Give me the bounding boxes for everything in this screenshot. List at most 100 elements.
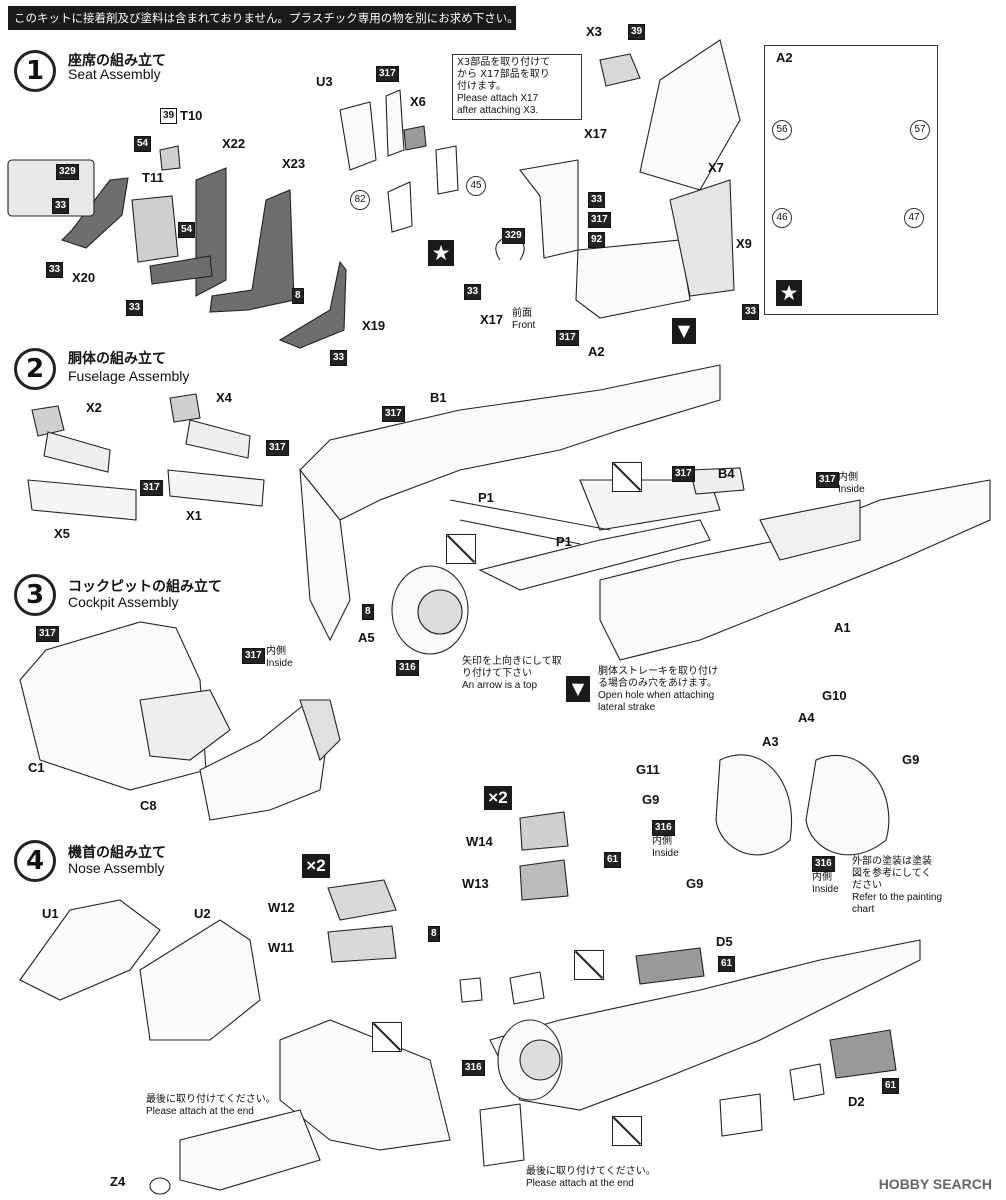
paint-code: 8 xyxy=(362,604,374,620)
part-label-w14: W14 xyxy=(466,834,493,849)
inside-label-en: Inside xyxy=(812,884,839,895)
inside-label-jp: 内側 xyxy=(266,646,286,657)
paint-code: 54 xyxy=(178,222,196,238)
part-label-x4: X4 xyxy=(216,390,232,405)
part-label-x19: X19 xyxy=(362,318,386,333)
front-label-jp: 前面 xyxy=(512,308,532,319)
part-label-a2-panel: A2 xyxy=(776,50,793,65)
paint-code: 8 xyxy=(292,288,304,304)
part-label-d5: D5 xyxy=(716,934,733,949)
star-icon: ★ xyxy=(776,280,802,306)
step-3-title-en: Cockpit Assembly xyxy=(68,594,179,610)
attach-end-note-en: Please attach at the end xyxy=(146,1106,254,1117)
part-label-x1: X1 xyxy=(186,508,202,523)
paint-code: 61 xyxy=(882,1078,900,1094)
step-2-number: 2 xyxy=(14,348,56,390)
part-label-g9-b: G9 xyxy=(686,876,704,891)
paint-code: 329 xyxy=(56,164,79,180)
paint-note-en: Refer to the painting chart xyxy=(852,892,943,915)
part-label-a2: A2 xyxy=(588,344,605,359)
front-label-en: Front xyxy=(512,320,536,331)
inside-label: 内側 Inside xyxy=(652,836,679,860)
inside-label: 内側 Inside xyxy=(266,646,293,670)
decal-number: 82 xyxy=(350,190,370,210)
part-label-c8: C8 xyxy=(140,798,157,813)
paint-code: 329 xyxy=(502,228,525,244)
attach-end-note-jp: 最後に取り付けてください。 xyxy=(146,1094,276,1105)
paint-code: 33 xyxy=(464,284,482,300)
part-label-x22: X22 xyxy=(222,136,246,151)
x17-note-jp: X3部品を取り付けて から X17部品を取り 付けます。 xyxy=(457,57,551,92)
part-label-x6: X6 xyxy=(410,94,426,109)
no-cut-icon xyxy=(612,1116,642,1146)
decal-number: 56 xyxy=(772,120,792,140)
paint-code: 61 xyxy=(604,852,622,868)
inside-label: 内側 Inside xyxy=(812,872,839,896)
part-label-g9-c: G9 xyxy=(902,752,920,767)
step-4-number: 4 xyxy=(14,840,56,882)
disclaimer-banner: このキットに接着剤及び塗料は含まれておりません。プラスチック専用の物を別にお求め… xyxy=(8,6,516,30)
arrow-note: 矢印を上向きにして取 り付けて下さい An arrow is a top xyxy=(462,656,562,692)
part-label-t10: T10 xyxy=(180,108,203,123)
star-icon: ★ xyxy=(428,240,454,266)
paint-note-jp: 外部の塗装は塗装 図を参考にしてく ださい xyxy=(852,856,932,891)
paint-code: 8 xyxy=(428,926,440,942)
decal-number: 46 xyxy=(772,208,792,228)
paint-code: 39 xyxy=(160,108,178,124)
part-label-x17-b: X17 xyxy=(480,312,504,327)
paint-code: 316 xyxy=(462,1060,485,1076)
decal-number: 45 xyxy=(466,176,486,196)
part-label-g11: G11 xyxy=(636,762,660,777)
paint-code: 54 xyxy=(134,136,152,152)
step-4-title-en: Nose Assembly xyxy=(68,860,165,876)
inside-label-jp: 内側 xyxy=(838,472,858,483)
paint-code: 316 xyxy=(812,856,835,872)
paint-code: 92 xyxy=(588,232,606,248)
paint-code: 317 xyxy=(242,648,265,664)
drill-icon: ▼ xyxy=(672,318,696,344)
step-1-title-en: Seat Assembly xyxy=(68,66,161,82)
paint-code: 33 xyxy=(46,262,64,278)
part-label-g10: G10 xyxy=(822,688,847,703)
attach-end-note: 最後に取り付けてください。 Please attach at the end xyxy=(526,1166,656,1190)
paint-code: 33 xyxy=(126,300,144,316)
step-1-number: 1 xyxy=(14,50,56,92)
paint-code: 316 xyxy=(652,820,675,836)
decal-number: 57 xyxy=(910,120,930,140)
paint-code: 33 xyxy=(588,192,606,208)
part-label-x17: X17 xyxy=(584,126,608,141)
inside-label-jp: 内側 xyxy=(812,872,832,883)
paint-code: 61 xyxy=(718,956,736,972)
part-label-z4: Z4 xyxy=(110,1174,126,1189)
inside-label-en: Inside xyxy=(838,484,865,495)
inside-label: 内側 Inside xyxy=(838,472,865,496)
no-cut-icon xyxy=(612,462,642,492)
part-label-x5: X5 xyxy=(54,526,70,541)
part-label-t11: T11 xyxy=(142,170,164,185)
part-label-p1-b: P1 xyxy=(556,534,572,549)
paint-code: 317 xyxy=(816,472,839,488)
part-label-u2: U2 xyxy=(194,906,211,921)
no-cut-icon xyxy=(372,1022,402,1052)
part-label-w12: W12 xyxy=(268,900,295,915)
arrow-note-jp: 矢印を上向きにして取 り付けて下さい xyxy=(462,656,562,679)
part-label-x20: X20 xyxy=(72,270,96,285)
part-label-a3: A3 xyxy=(762,734,779,749)
step-2-title-en: Fuselage Assembly xyxy=(68,368,190,384)
part-label-a5: A5 xyxy=(358,630,375,645)
part-label-x7: X7 xyxy=(708,160,724,175)
paint-code: 33 xyxy=(52,198,70,214)
front-label: 前面 Front xyxy=(512,308,535,332)
part-label-w13: W13 xyxy=(462,876,489,891)
watermark: HOBBY SEARCH xyxy=(878,1176,992,1192)
x17-note-en: Please attach X17 after attaching X3. xyxy=(457,93,539,116)
strake-note: 胴体ストレーキを取り付け る場合のみ穴をあけます。 Open hole when… xyxy=(598,666,718,714)
part-label-x3: X3 xyxy=(586,24,602,39)
paint-code: 33 xyxy=(330,350,348,366)
multiplier-badge: ×2 xyxy=(484,786,512,810)
paint-code: 317 xyxy=(376,66,399,82)
inside-label-en: Inside xyxy=(652,848,679,859)
attach-end-note-en: Please attach at the end xyxy=(526,1178,634,1189)
part-label-c1: C1 xyxy=(28,760,45,775)
part-label-a1: A1 xyxy=(834,620,851,635)
